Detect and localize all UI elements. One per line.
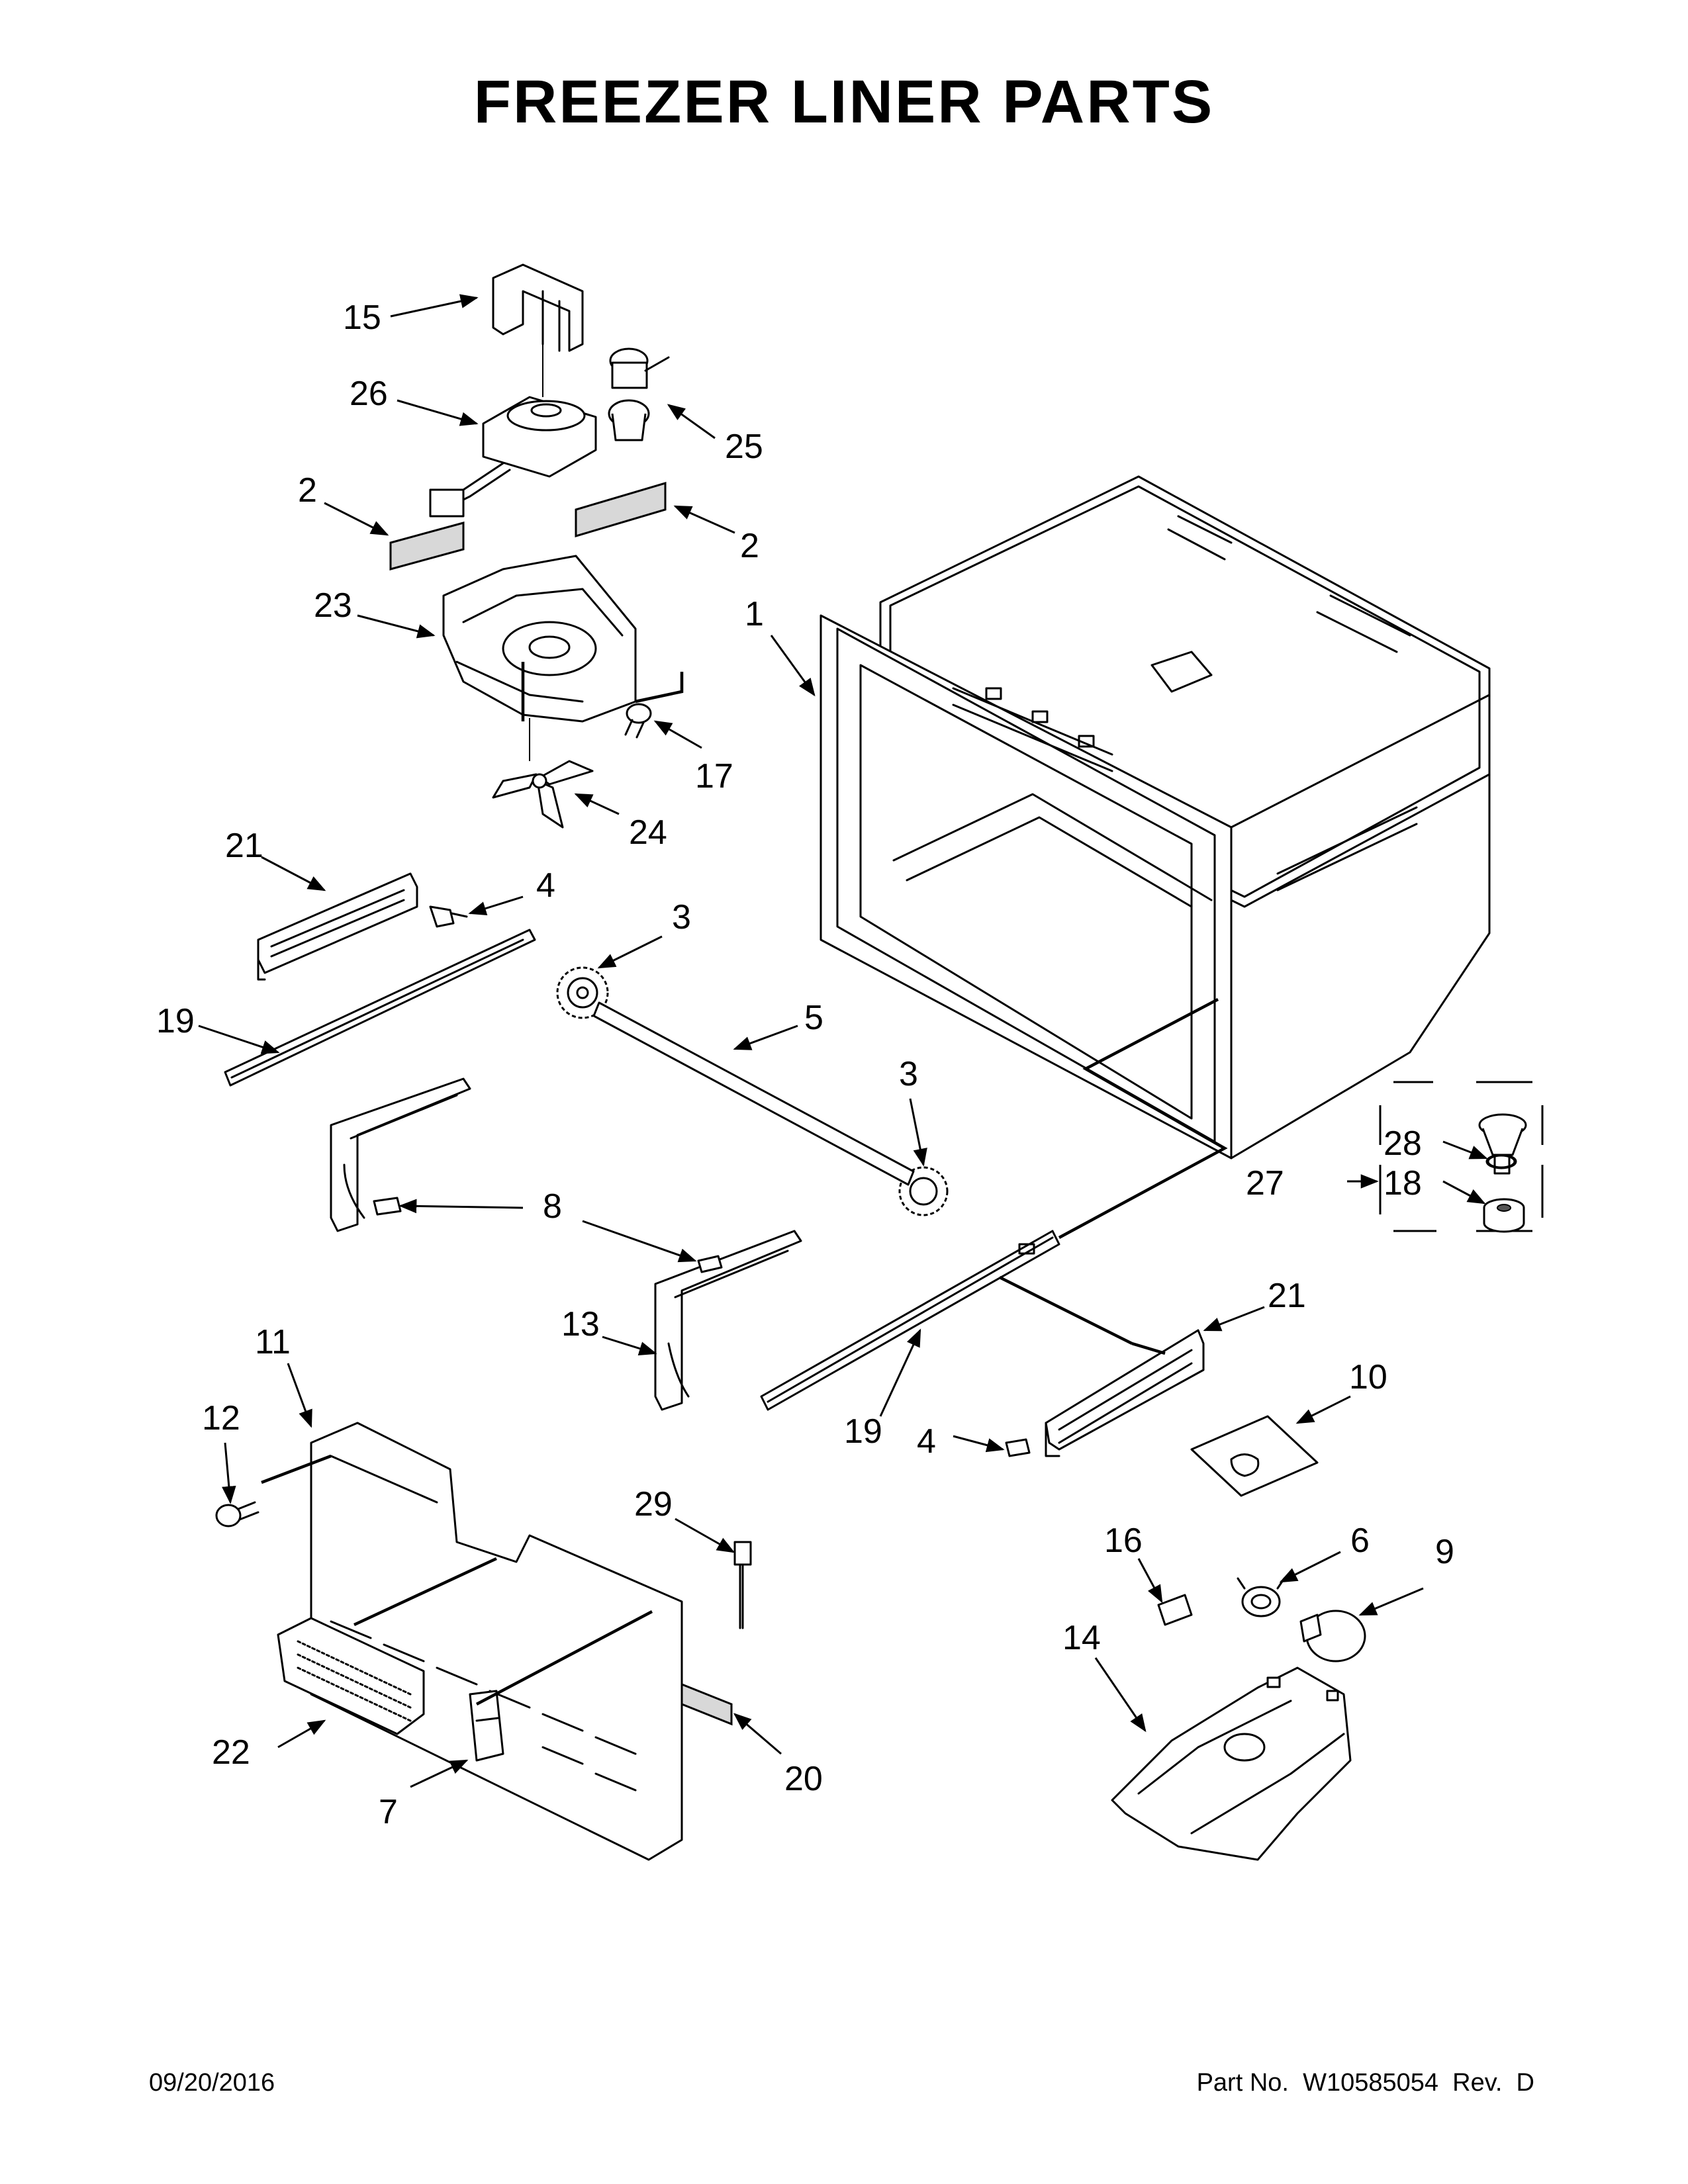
- callout-11: 11: [255, 1323, 291, 1361]
- callout-23: 23: [314, 586, 352, 625]
- bracket-part-13: [654, 1230, 802, 1411]
- light-housing-part-14: [1111, 1666, 1352, 1861]
- rear-panel-part-11: [310, 1422, 683, 1861]
- literature-part-10: [1190, 1415, 1319, 1497]
- rail-bracket-part-21-right: [1045, 1329, 1205, 1457]
- callout-25: 25: [725, 428, 763, 466]
- callout-2-left: 2: [298, 471, 317, 510]
- callout-3-upper: 3: [672, 898, 691, 936]
- callout-19-right: 19: [844, 1412, 882, 1451]
- callout-21-left: 21: [225, 827, 263, 865]
- callout-2-right: 2: [740, 527, 759, 565]
- slide-rail-part-19-right: [760, 1230, 1060, 1411]
- fan-shroud-part-23: [442, 555, 637, 761]
- gear-part-3-lower: [898, 1166, 949, 1216]
- vent-slots: [330, 1620, 637, 1792]
- screw-part-12: [215, 1501, 259, 1527]
- callout-27: 27: [1246, 1164, 1284, 1203]
- callout-20: 20: [784, 1760, 823, 1798]
- screw-part-8-left: [373, 1197, 402, 1216]
- callout-7: 7: [379, 1793, 398, 1831]
- callout-28: 28: [1383, 1124, 1422, 1163]
- screw-part-17: [624, 703, 652, 739]
- callout-12: 12: [202, 1399, 240, 1437]
- callout-6: 6: [1350, 1522, 1370, 1560]
- clip-part-7: [469, 1690, 504, 1762]
- callout-8: 8: [543, 1187, 562, 1226]
- page-title: FREEZER LINER PARTS: [473, 68, 1215, 136]
- callout-5: 5: [804, 999, 823, 1037]
- callout-22: 22: [212, 1733, 250, 1772]
- light-bulb-part-9: [1299, 1610, 1366, 1662]
- callout-29: 29: [634, 1485, 673, 1524]
- bracket-part-15: [492, 263, 584, 352]
- gear-part-3-upper: [556, 966, 609, 1019]
- sensor-part-29: [733, 1541, 752, 1629]
- insulation-pad-part-2-left: [389, 522, 465, 570]
- callout-1: 1: [745, 595, 764, 633]
- callout-4-upper: 4: [536, 866, 555, 905]
- screw-part-4-upper: [429, 905, 468, 928]
- rail-bracket-part-21-left: [257, 872, 418, 981]
- callout-26: 26: [350, 375, 388, 413]
- callout-9: 9: [1435, 1533, 1454, 1571]
- assembly-connector-lines: [261, 662, 1228, 1706]
- callout-18: 18: [1383, 1164, 1422, 1203]
- callout-10: 10: [1349, 1358, 1387, 1396]
- drain-fitting-part-28: [1478, 1113, 1527, 1175]
- support-bracket-left: [330, 1077, 471, 1232]
- slide-rail-part-19-left: [224, 929, 536, 1087]
- thermistor-part-25: [608, 347, 670, 441]
- callout-21-right: 21: [1268, 1277, 1306, 1315]
- fan-blade-part-24: [492, 760, 594, 829]
- callout-labels: 15 26 25 2 2 23 1 17 24 21 4 3 19 5 3 8 …: [156, 298, 1454, 1831]
- screw-part-4-lower: [1005, 1438, 1031, 1457]
- footer-part-number: Part No. W10585054 Rev. D: [1196, 2069, 1534, 2097]
- insulation-pad-part-2-right: [575, 481, 667, 538]
- screw-part-8-center: [697, 1255, 723, 1273]
- footer-date: 09/20/2016: [149, 2069, 275, 2097]
- switch-part-16: [1157, 1594, 1193, 1626]
- grille-part-22: [277, 1617, 425, 1735]
- shaft-part-5: [592, 1001, 915, 1186]
- o-ring-part-28: [1485, 1154, 1517, 1169]
- callout-leaders: [198, 294, 1488, 1788]
- callout-14: 14: [1062, 1619, 1101, 1657]
- socket-part-6: [1237, 1577, 1286, 1617]
- callout-3-lower: 3: [899, 1055, 918, 1093]
- callout-19-left: 19: [156, 1002, 195, 1040]
- callout-4-lower: 4: [917, 1422, 936, 1461]
- callout-15: 15: [343, 298, 381, 337]
- drain-kit-part-27: [1379, 1081, 1544, 1232]
- grommet-part-18: [1483, 1198, 1525, 1233]
- callout-16: 16: [1104, 1522, 1143, 1560]
- damper-motor-part-26: [429, 344, 597, 518]
- callout-24: 24: [629, 813, 667, 852]
- freezer-liner-part-1: [820, 475, 1491, 1160]
- callout-17: 17: [695, 757, 733, 796]
- foam-strip-part-20: [680, 1682, 733, 1726]
- callout-13: 13: [561, 1305, 600, 1343]
